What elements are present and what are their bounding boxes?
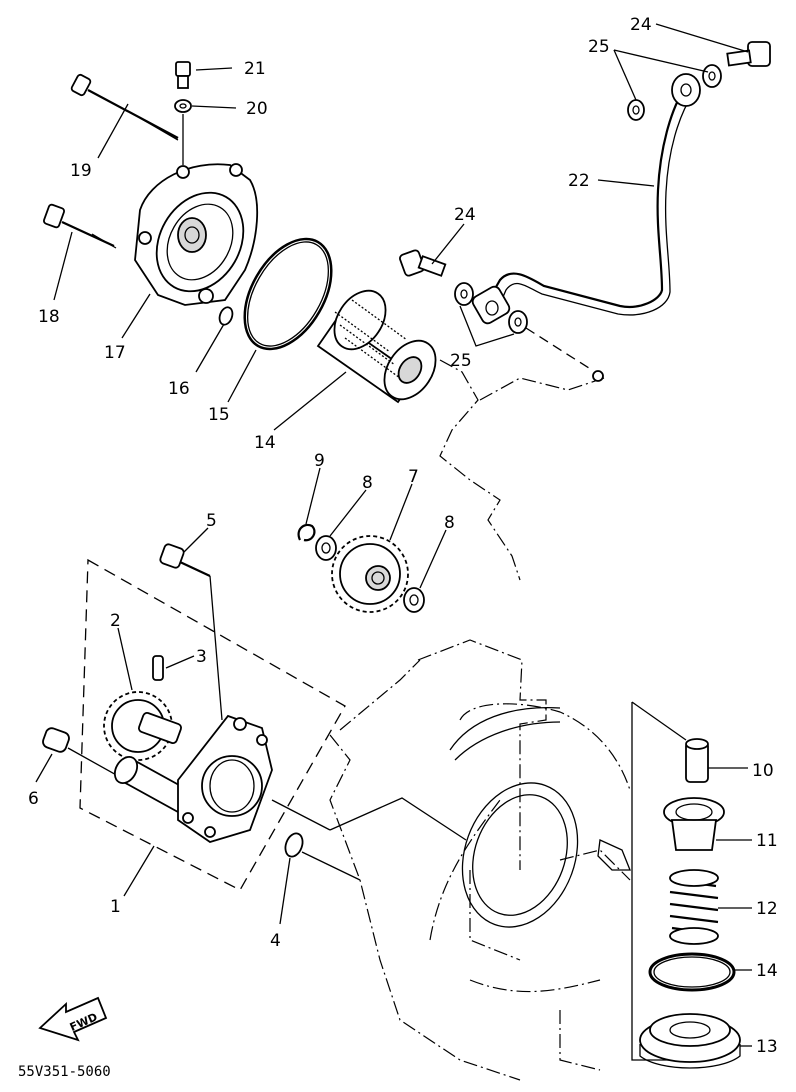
callout-22: 21 — [244, 59, 266, 79]
callout-2: 2 — [110, 611, 121, 631]
dowel-pin-3 — [152, 655, 164, 681]
o-ring-14 — [648, 952, 736, 992]
strainer-cap-11 — [663, 797, 725, 851]
leader-lines — [35, 23, 752, 1047]
callout-12: 12 — [756, 899, 778, 919]
callout-7: 7 — [408, 467, 419, 487]
callout-15: 14 — [254, 433, 276, 453]
callout-19: 18 — [38, 307, 60, 327]
callout-10: 10 — [752, 761, 774, 781]
callout-18: 17 — [104, 343, 126, 363]
callout-1: 1 — [110, 897, 121, 917]
callout-8-left: 8 — [362, 473, 373, 493]
callout-3: 3 — [196, 647, 207, 667]
washer-8-left — [315, 535, 337, 561]
bleed-bolt-22 — [175, 61, 191, 89]
union-bolt-24-bottom — [399, 249, 447, 277]
circlip-9 — [297, 523, 316, 542]
filter-cover-18 — [134, 163, 259, 306]
pump-rotor-gear-2 — [103, 691, 182, 761]
pipe-10 — [685, 738, 709, 783]
callout-24-top: 24 — [630, 15, 652, 35]
callout-11: 11 — [756, 831, 778, 851]
callout-5: 5 — [206, 511, 217, 531]
callout-9: 9 — [314, 451, 325, 471]
crankcase-outline — [329, 359, 631, 1081]
callout-25-top: 25 — [588, 37, 610, 57]
o-ring-16 — [243, 237, 333, 351]
washer-21 — [174, 99, 192, 165]
o-ring-4 — [284, 832, 361, 881]
callout-21: 20 — [246, 99, 268, 119]
bolt-19 — [43, 203, 117, 249]
callout-23: 22 — [568, 171, 590, 191]
spring-12 — [669, 869, 719, 945]
oil-filter-15 — [316, 289, 437, 404]
callout-8-right: 8 — [444, 513, 455, 533]
oil-pump-assembly-box — [79, 558, 346, 891]
drain-plug-13 — [639, 1013, 741, 1069]
callout-20: 19 — [70, 161, 92, 181]
oil-pump-1 — [113, 714, 273, 843]
callout-14: 14 — [756, 961, 778, 981]
callout-17: 16 — [168, 379, 190, 399]
callout-6: 6 — [28, 789, 39, 809]
callout-13: 13 — [756, 1037, 778, 1057]
callout-24-bottom: 24 — [454, 205, 476, 225]
document-code: 55V351-5060 — [18, 1064, 111, 1080]
o-ring-17 — [218, 306, 234, 326]
strainer-group-bracket — [631, 701, 687, 1061]
callout-16: 15 — [208, 405, 230, 425]
drive-gear-7 — [331, 535, 409, 613]
callout-25-bottom: 25 — [450, 351, 472, 371]
union-bolt-24-top — [726, 41, 771, 67]
oil-delivery-pipe-23 — [471, 73, 701, 325]
copper-washers-25 — [454, 64, 722, 334]
bolt-20 — [70, 73, 179, 141]
fwd-arrow: FWD — [38, 996, 108, 1042]
washer-8-right — [403, 587, 425, 613]
callout-labels: 21 20 19 18 17 16 15 14 24 25 22 24 25 9… — [28, 15, 778, 1057]
callout-4: 4 — [270, 931, 281, 951]
screw-5 — [159, 543, 223, 721]
